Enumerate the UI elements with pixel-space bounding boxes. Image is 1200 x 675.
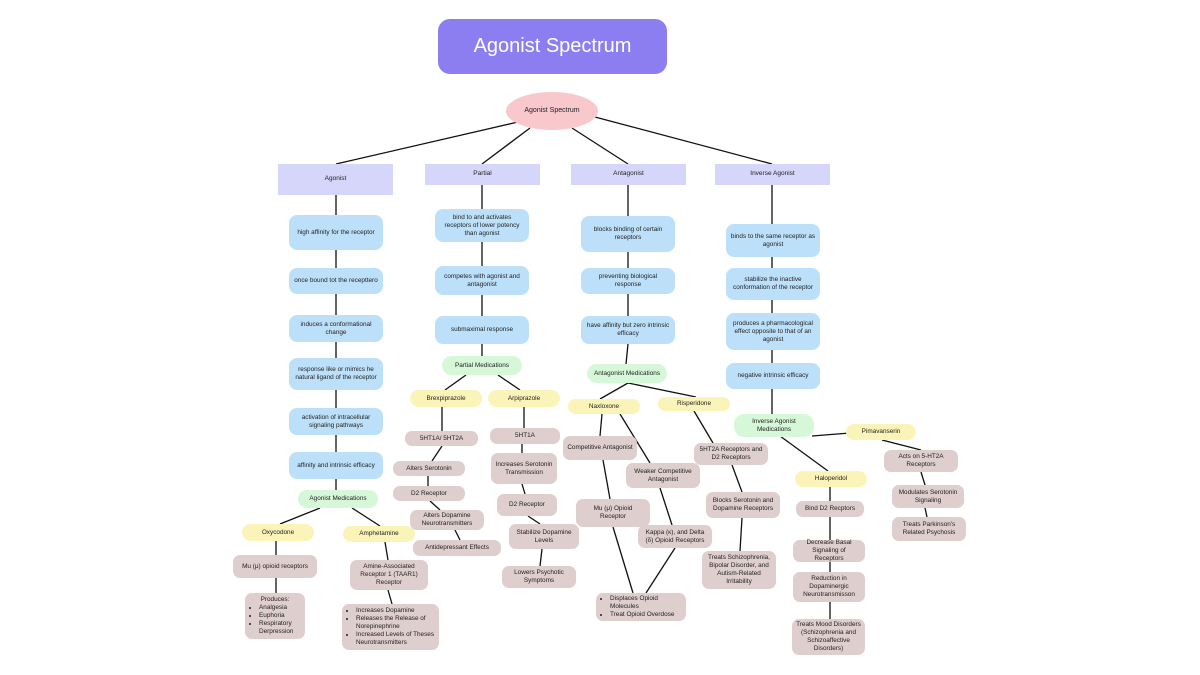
agonist-step-2: once bound tot the recepttero bbox=[289, 268, 383, 294]
inverse-step-1: binds to the same receptor as agonist bbox=[726, 224, 820, 257]
halo-treats: Treats Mood Disorders (Schizophrenia and… bbox=[792, 619, 865, 655]
inverse-step-4: negative intrinsic efficacy bbox=[726, 363, 820, 389]
ari-5ht1a: 5HT1A bbox=[490, 428, 560, 444]
agonist-step-5: activation of intracellular signaling pa… bbox=[289, 408, 383, 435]
inverse-medications: Inverse Agonist Medications bbox=[734, 414, 814, 437]
antagonist-step-2: preventing biological response bbox=[581, 268, 675, 294]
inverse-step-2: stabilize the inactive conformation of t… bbox=[726, 268, 820, 300]
naloxone-weaker: Weaker Competitive Antagonist bbox=[626, 463, 700, 488]
amphetamine-effects: Increases Dopamine Releases the Release … bbox=[342, 604, 439, 650]
partial-medications: Partial Medications bbox=[442, 356, 522, 375]
med-haloperidol: Haloperidol bbox=[795, 471, 867, 487]
oxycodone-produces: Produces: Analgesia Euphoria Respiratory… bbox=[245, 593, 305, 639]
med-amphetamine: Amphetamine bbox=[343, 526, 415, 542]
med-aripiprazole: Arpiprazole bbox=[488, 390, 560, 407]
ari-d2-receptor: D2 Receptor bbox=[497, 494, 557, 516]
brex-alters-dopamine: Alters Dopamine Neurotransmitters bbox=[410, 510, 484, 530]
naloxone-competitive: Competitive Antagonist bbox=[563, 436, 637, 460]
effect-item: Increased Levels of Theses Neurotransmit… bbox=[356, 631, 435, 647]
ari-increases-serotonin: Increases Serotonin Transmission bbox=[491, 453, 557, 484]
agonist-step-1: high affinity for the receptor bbox=[289, 215, 383, 250]
effect-item: Releases the Release of Norepinephrine bbox=[356, 615, 435, 631]
risp-treats: Treats Schizophrenia, Bipolar Disorder, … bbox=[702, 551, 776, 589]
partial-step-2: competes with agonist and antagonist bbox=[435, 266, 529, 295]
med-pimavanserin: Pimavanserin bbox=[846, 424, 916, 440]
produces-label: Produces: bbox=[260, 596, 290, 603]
diagram-title: Agonist Spectrum bbox=[438, 19, 667, 74]
ari-stabilize-dopamine: Stabilize Dopamine Levels bbox=[509, 524, 579, 549]
brex-alters-serotonin: Alters Serotonin bbox=[393, 461, 465, 476]
pima-treats: Treats Parkinson's Related Psychosis bbox=[892, 517, 966, 541]
brex-5ht1a-5ht2a: 5HT1A/ 5HT2A bbox=[405, 431, 478, 446]
pima-acts-on: Acts on 5-HT2A Receptors bbox=[884, 450, 958, 472]
pima-modulates: Modulates Serotonin Signaling bbox=[892, 485, 964, 508]
agonist-step-3: induces a conformational change bbox=[289, 315, 383, 342]
brex-antidepressant: Antidepressant Effects bbox=[413, 540, 501, 556]
naloxone-displaces: Displaces Opioid Molecules Treat Opioid … bbox=[596, 593, 686, 621]
risp-5ht2a-d2: 5HT2A Receptors and D2 Receptors bbox=[694, 443, 768, 465]
amphetamine-taar1: Amine-Associated Receptor 1 (TAAR1) Rece… bbox=[350, 560, 428, 590]
partial-step-3: submaximal response bbox=[435, 316, 529, 344]
ari-lowers-psychotic: Lowers Psychotic Symptoms bbox=[502, 566, 576, 588]
displaces-item: Displaces Opioid Molecules bbox=[610, 595, 682, 611]
category-antagonist: Antagonist bbox=[571, 164, 686, 185]
oxycodone-mu-receptors: Mu (μ) opioid receptors bbox=[233, 555, 317, 578]
risp-blocks: Blocks Serotonin and Dopamine Receptors bbox=[706, 492, 780, 518]
partial-step-1: bind to and activates receptors of lower… bbox=[435, 209, 529, 242]
med-naloxone: Naxloxone bbox=[568, 399, 640, 414]
produces-item: Analgesia bbox=[259, 604, 301, 612]
med-oxycodone: Oxycodone bbox=[242, 524, 314, 541]
produces-list: Analgesia Euphoria Respiratory Derpressi… bbox=[249, 604, 301, 636]
antagonist-step-1: blocks binding of certain receptors bbox=[581, 216, 675, 252]
antagonist-medications: Antagonist Medications bbox=[587, 364, 667, 383]
agonist-step-6: affinity and intrinsic efficacy bbox=[289, 452, 383, 479]
brex-d2-receptor: D2 Receptor bbox=[393, 486, 465, 501]
produces-item: Respiratory Derpression bbox=[259, 620, 301, 636]
naloxone-mu-receptor: Mu (μ) Opioid Receptor bbox=[576, 499, 650, 527]
root-node: Agonist Spectrum bbox=[506, 92, 598, 130]
halo-bind-d2: Bind D2 Recptors bbox=[796, 501, 864, 517]
med-risperidone: Risperidone bbox=[658, 397, 730, 411]
effect-item: Increases Dopamine bbox=[356, 607, 435, 615]
displaces-list: Displaces Opioid Molecules Treat Opioid … bbox=[600, 595, 682, 619]
category-agonist: Agonist bbox=[278, 164, 393, 195]
produces-item: Euphoria bbox=[259, 612, 301, 620]
amphetamine-effects-list: Increases Dopamine Releases the Release … bbox=[346, 607, 435, 647]
antagonist-step-3: have affinity but zero intrinsic efficac… bbox=[581, 316, 675, 344]
category-inverse-agonist: Inverse Agonist bbox=[715, 164, 830, 185]
displaces-item: Treat Opioid Overdose bbox=[610, 611, 682, 619]
naloxone-kappa-delta: Kappa (κ), and Delta (δ) Opioid Receptor… bbox=[638, 525, 712, 548]
halo-reduction: Reduction in Dopaminergic Neurotransmiss… bbox=[793, 572, 865, 602]
category-partial: Partial bbox=[425, 164, 540, 185]
inverse-step-3: produces a pharmacological effect opposi… bbox=[726, 313, 820, 350]
agonist-medications: Agonist Medications bbox=[298, 490, 378, 508]
med-brexpiprazole: Brexpiprazole bbox=[410, 390, 482, 407]
agonist-step-4: response like or mimics he natural ligan… bbox=[289, 358, 383, 390]
halo-decrease-basal: Decrease Basal Signaling of Receptors bbox=[793, 539, 865, 562]
